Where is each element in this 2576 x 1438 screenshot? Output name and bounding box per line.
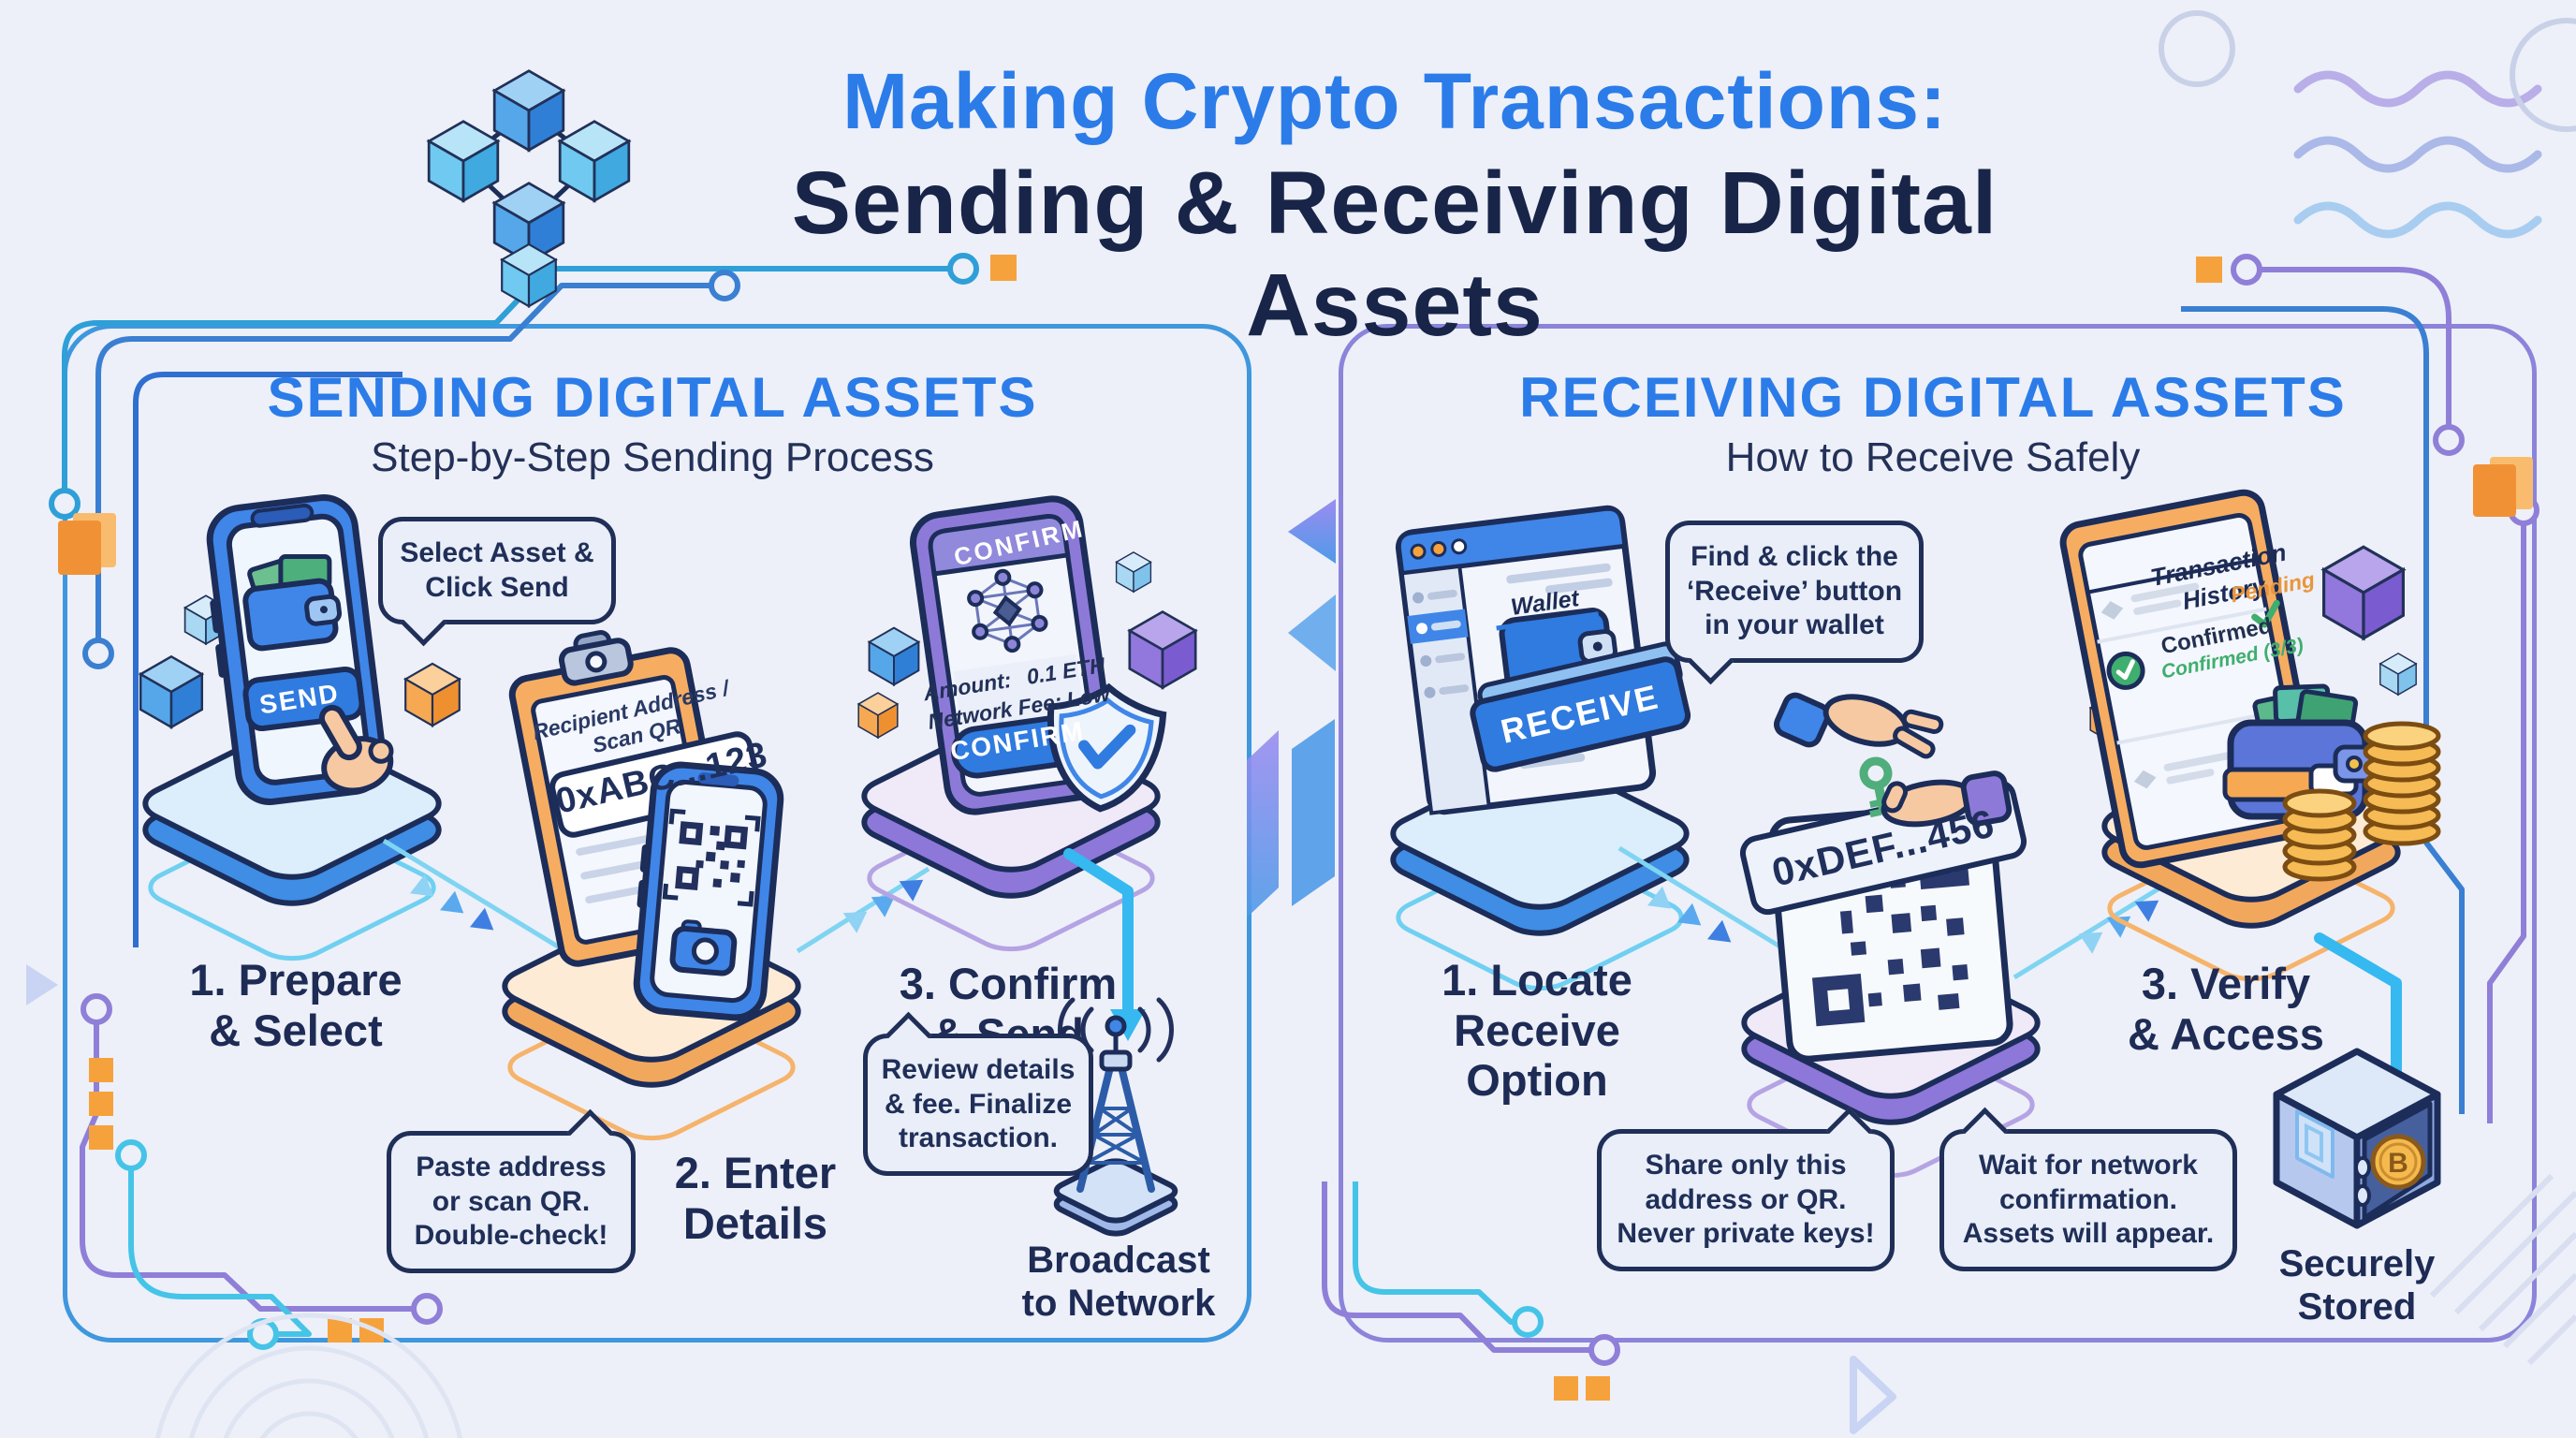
vault-label: Securely Stored: [2278, 1243, 2436, 1328]
step-label-prepare-select: 1. Prepare & Select: [189, 955, 402, 1055]
step-label-locate-receive: 1. Locate Receive Option: [1442, 955, 1632, 1106]
step-label-enter-details: 2. Enter Details: [674, 1148, 837, 1248]
page-title-line1: Making Crypto Transactions:: [842, 57, 1947, 145]
page-title-line2: Sending & Receiving Digital Assets: [791, 154, 1998, 355]
receiving-subheading: How to Receive Safely: [1725, 434, 2141, 480]
divider-triangles: [1247, 499, 1336, 917]
callout-select-asset: Select Asset & Click Send: [378, 517, 616, 647]
sending-heading: SENDING DIGITAL ASSETS: [267, 366, 1038, 429]
callout-find-receive: Find & click the ‘Receive’ button in you…: [1665, 521, 1924, 685]
wavy-lines-decoration: [2159, 10, 2576, 239]
header: Making Crypto Transactions: Sending & Re…: [646, 56, 2144, 357]
step-label-verify-access: 3. Verify & Access: [2128, 959, 2324, 1059]
receiving-panel: [1339, 324, 2537, 1343]
blockchain-logo: [427, 69, 631, 308]
receiving-heading: RECEIVING DIGITAL ASSETS: [1519, 366, 2347, 429]
callout-share-address: Share only this address or QR. Never pri…: [1597, 1107, 1895, 1271]
callout-paste-address: Paste address or scan QR. Double-check!: [387, 1108, 636, 1273]
broadcast-label: Broadcast to Network: [1021, 1240, 1216, 1324]
callout-review-details: Review details & fee. Finalize transacti…: [863, 1011, 1093, 1176]
callout-wait-confirmation: Wait for network confirmation. Assets wi…: [1939, 1107, 2237, 1271]
sending-subheading: Step-by-Step Sending Process: [371, 434, 934, 480]
